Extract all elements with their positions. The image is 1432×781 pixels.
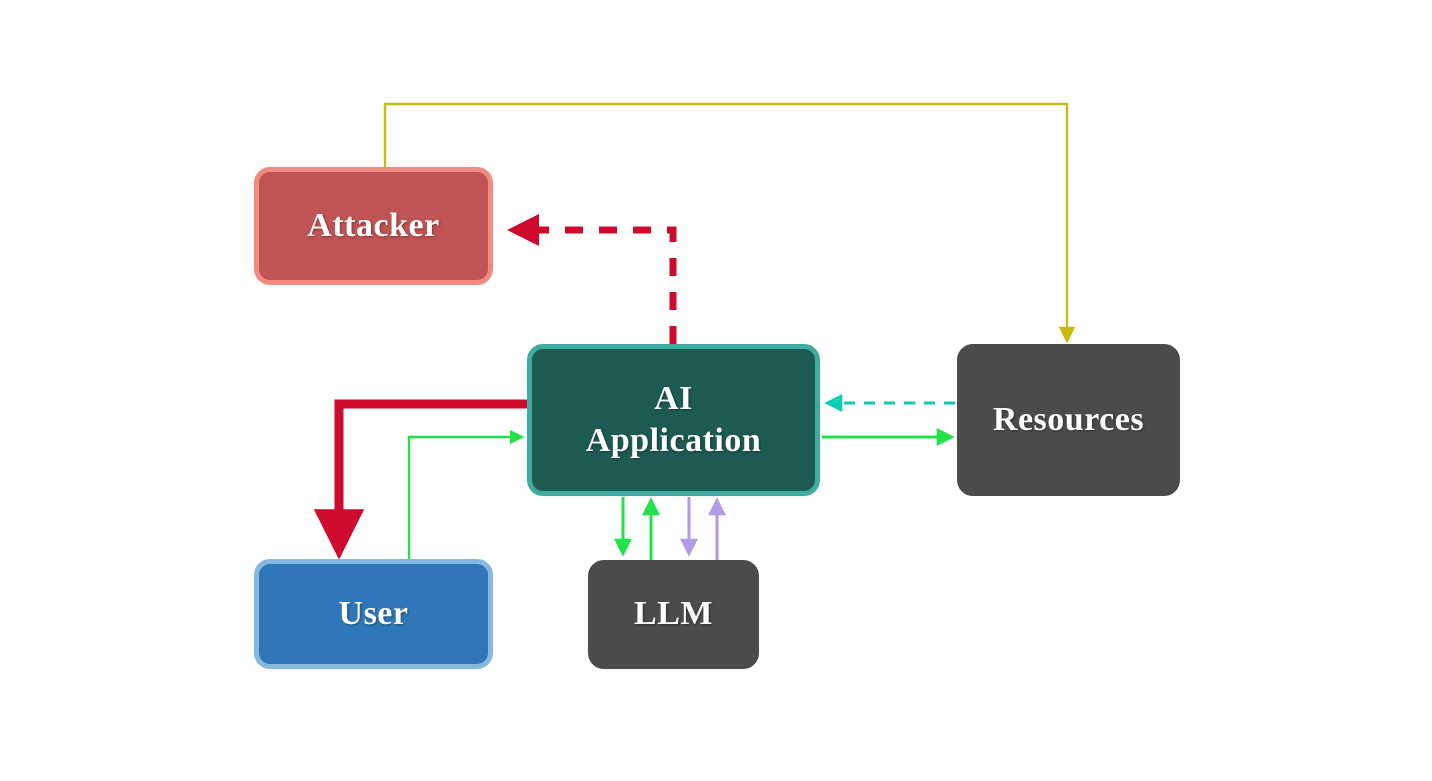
- edge-aiapp-to-user: [313, 399, 527, 560]
- node-llm-label: LLM: [634, 595, 713, 633]
- node-resources-label: Resources: [992, 400, 1145, 438]
- node-resources[interactable]: Resources: [957, 344, 1180, 496]
- node-ai-application-label-line2: Application: [585, 422, 762, 459]
- node-user-label: User: [338, 594, 409, 632]
- node-attacker[interactable]: Attacker: [254, 167, 493, 285]
- node-user[interactable]: User: [254, 559, 493, 669]
- node-llm[interactable]: LLM: [588, 560, 759, 669]
- node-ai-application-label-line1: AI: [654, 379, 693, 417]
- node-ai-application-label: AI Application: [532, 378, 815, 463]
- node-attacker-label: Attacker: [307, 206, 440, 244]
- edge-user-to-aiapp: [407, 429, 525, 559]
- edge-aiapp-to-attacker: [506, 213, 677, 344]
- node-ai-application[interactable]: AI Application: [527, 344, 820, 496]
